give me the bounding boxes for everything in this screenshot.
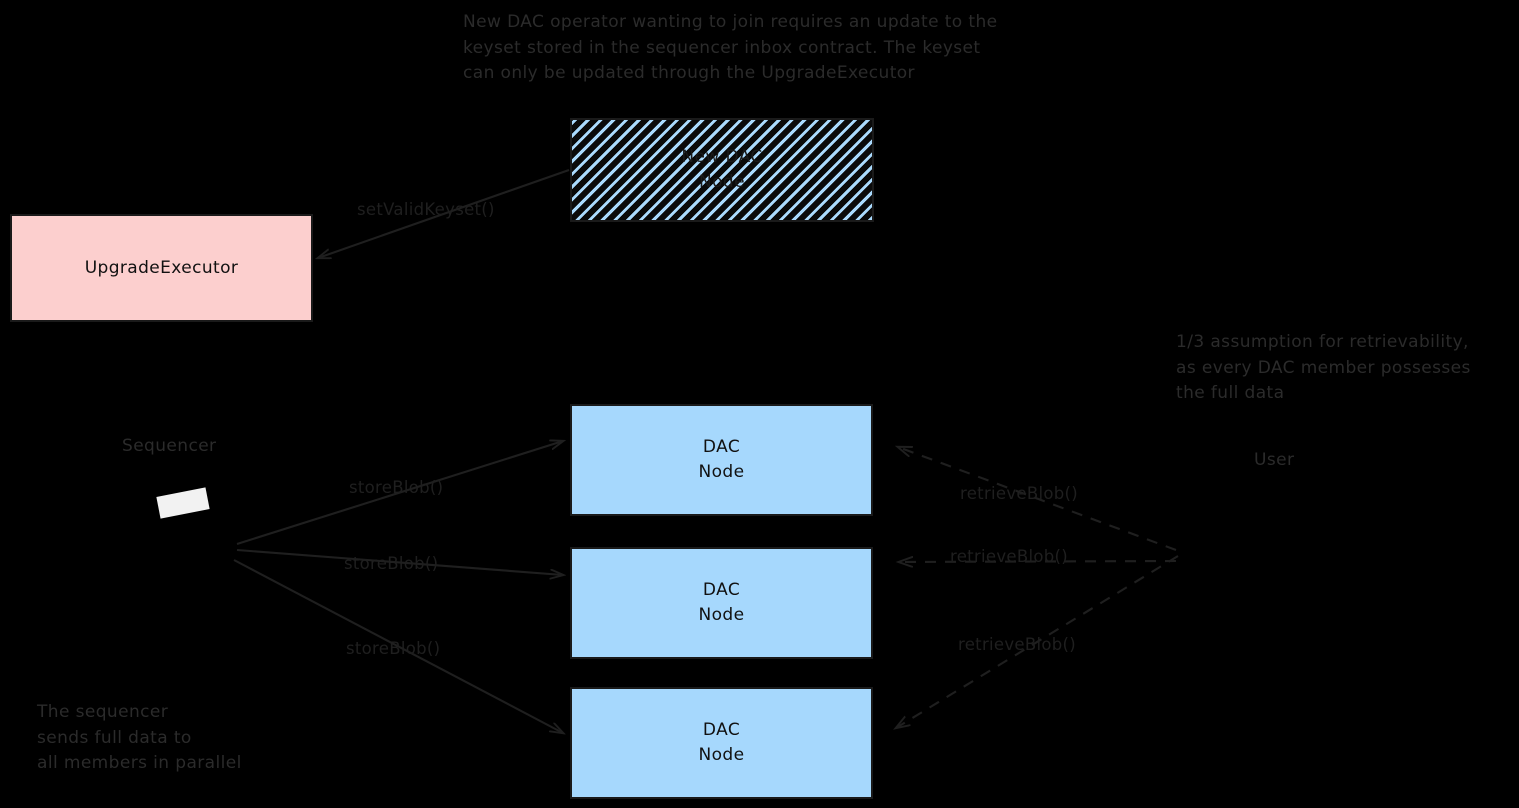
edge-label-set-valid-keyset: setValidKeyset(): [357, 200, 495, 219]
edge-retrieve-blob-3: [896, 555, 1179, 728]
note-keyset-update: New DAC operator wanting to join require…: [463, 12, 998, 83]
node-dac-node-3[interactable]: DAC Node: [570, 687, 873, 799]
edge-store-blob-1: [236, 441, 563, 546]
edge-label-retrieve-blob-2: retrieveBlob(): [950, 547, 1069, 566]
note-retrievability-assumption: 1/3 assumption for retrievability, as ev…: [1176, 332, 1471, 403]
edge-label-store-blob-3: storeBlob(): [346, 639, 441, 658]
node-dac-node-2-label: DAC Node: [698, 580, 745, 625]
node-dac-node-1-label: DAC Node: [698, 437, 745, 482]
edge-label-retrieve-blob-3: retrieveBlob(): [958, 635, 1077, 654]
node-dac-node-2[interactable]: DAC Node: [570, 547, 873, 659]
node-dac-node-1[interactable]: DAC Node: [570, 404, 873, 516]
node-upgrade-executor[interactable]: UpgradeExecutor: [10, 214, 313, 322]
edge-retrieve-blob-1: [898, 447, 1177, 551]
edge-label-retrieve-blob-1: retrieveBlob(): [960, 484, 1079, 503]
actor-user-label: User: [1254, 450, 1295, 470]
edge-store-blob-3: [233, 559, 563, 733]
edge-label-store-blob-1: storeBlob(): [349, 478, 444, 497]
note-sequencer-parallel: The sequencer sends full data to all mem…: [37, 702, 242, 773]
node-new-dac-node-label: New DAC Node: [681, 147, 763, 192]
node-upgrade-executor-label: UpgradeExecutor: [84, 257, 239, 278]
edge-store-blob-2: [236, 548, 563, 575]
edge-set-valid-keyset: [318, 169, 570, 258]
node-new-dac-node[interactable]: New DAC Node: [570, 118, 874, 222]
edge-retrieve-blob-2: [899, 561, 1177, 562]
node-dac-node-3-label: DAC Node: [698, 720, 745, 765]
actor-sequencer-label: Sequencer: [122, 436, 217, 456]
edge-label-store-blob-2: storeBlob(): [344, 554, 439, 573]
